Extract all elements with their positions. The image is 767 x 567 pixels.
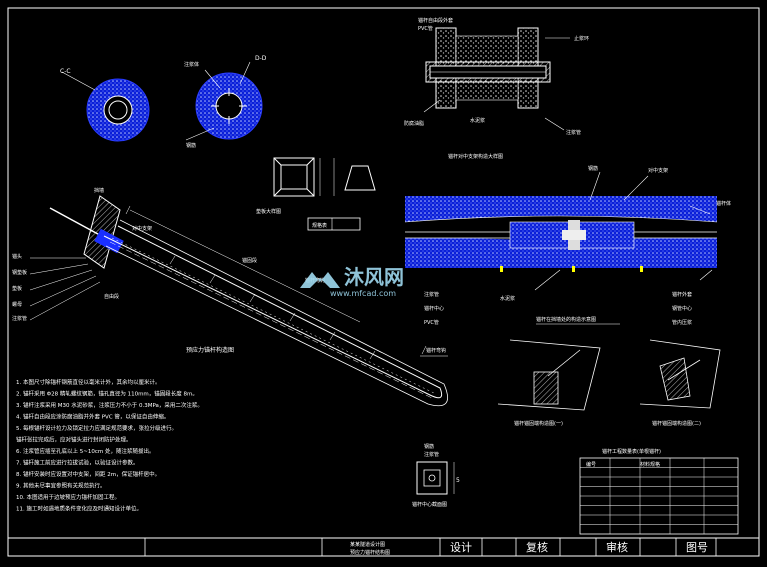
title-block: 某某隧道设计图 预应力锚杆结构图 设计 复核 审核 图号: [7, 537, 760, 557]
main-label-grout: 注浆管: [12, 315, 27, 322]
top-detail-tag-3: 止浆环: [574, 35, 589, 42]
quantity-table-col-2: 材料规格: [640, 461, 660, 468]
top-detail-tag-2: PVC管: [418, 25, 433, 32]
watermark: 沐风网 www.mfcad.com: [300, 265, 404, 298]
bar-detail-tag-2: 对中支架: [648, 167, 668, 174]
top-detail-tag-6: 水泥浆: [470, 117, 485, 124]
main-label-anchor-head: 锚头: [12, 253, 22, 260]
top-detail: 锚杆自由段外套 PVC管 止浆环 防腐油脂 水泥浆 注浆管: [404, 17, 589, 136]
bar-detail-note-6: 管内压浆: [672, 319, 692, 326]
notes-block: 1. 本图尺寸除锚杆钢筋直径以毫米计外，其余均以厘米计。 2. 锚杆采用 Φ28 …: [16, 378, 203, 513]
title-block-project-2: 预应力锚杆结构图: [350, 549, 390, 556]
note-line: 11. 施工时如遇地质条件变化应及时通知设计单位。: [16, 505, 142, 513]
top-detail-tag-1: 锚杆自由段外套: [418, 17, 453, 24]
note-line: 7. 锚杆施工前应进行拉拔试验，以验证设计参数。: [16, 459, 139, 467]
cross-section-tag-1: 注浆体: [184, 61, 199, 68]
bar-detail: 锚杆对中支架构造大样图 钢筋 对中支架 锚杆体 水泥浆 注浆管 锚杆中心 PVC…: [404, 153, 731, 326]
main-label-retaining: 挡墙: [94, 187, 104, 194]
cross-section-right-label: D-D: [255, 55, 267, 62]
wall-detail-right-caption: 锚杆锚固端构造图(二): [652, 420, 701, 427]
bar-detail-tag-4: 水泥浆: [500, 295, 515, 302]
top-detail-tag-4: 注浆管: [566, 129, 581, 136]
note-line: 4. 锚杆自由段应涂防腐油脂并外套 PVC 管，以保证自由伸缩。: [16, 413, 169, 421]
main-label-anchor-segment: 锚固段: [242, 257, 257, 264]
small-detail: 5 钢筋 注浆管 锚杆中心截面图: [412, 443, 460, 508]
note-line: 9. 其他未尽事宜参照有关规范执行。: [16, 482, 106, 490]
wall-detail-title: 锚杆在挡墙处的构造示意图: [536, 316, 596, 323]
bar-detail-title: 锚杆对中支架构造大样图: [448, 153, 503, 160]
top-detail-tag-5: 防腐油脂: [404, 120, 424, 127]
note-line: 3. 锚杆注浆采用 M30 水泥砂浆，注浆压力不小于 0.3MPa，采用二次注浆…: [16, 401, 203, 409]
bar-detail-note-5: 钢管中心: [672, 305, 692, 312]
bar-detail-note-3: PVC管: [424, 319, 439, 326]
title-block-project-1: 某某隧道设计图: [350, 541, 385, 548]
bar-detail-tag-1: 钢筋: [588, 165, 598, 172]
title-block-audit: 审核: [606, 540, 628, 554]
main-section-title: 预应力锚杆构造图: [186, 346, 234, 354]
quantity-table-title: 锚杆工程数量表(单根锚杆): [602, 448, 661, 455]
quantity-table-col-1: 编号: [586, 461, 596, 468]
watermark-logo-icon: [300, 272, 340, 288]
cross-section-left: C-C: [60, 68, 150, 142]
pad-detail: 垫板大样图 规格表: [256, 157, 376, 231]
main-label-bend-end: 锚杆弯钩: [426, 347, 446, 354]
pad-detail-table-label: 规格表: [312, 222, 327, 229]
cross-section-tag-2: 钢筋: [186, 142, 196, 149]
main-label-pad: 垫板: [12, 285, 22, 292]
title-block-review: 复核: [526, 540, 548, 554]
note-line: 锚杆张拉完成后，应对锚头进行封闭防护处理。: [16, 436, 132, 444]
watermark-brand: 沐风网: [344, 265, 404, 289]
small-detail-tag-1: 钢筋: [424, 443, 434, 450]
bar-detail-note-4: 锚杆外套: [672, 291, 692, 298]
title-block-drawing-no: 图号: [686, 541, 708, 554]
watermark-url: www.mfcad.com: [330, 289, 396, 298]
note-line: 2. 锚杆采用 Φ28 精轧螺纹钢筋，锚孔直径为 110mm，锚固段长度 8m。: [16, 390, 198, 398]
wall-detail: 锚杆在挡墙处的构造示意图 锚杆锚固端构造图(一) 锚杆锚固端构造图(二): [497, 316, 721, 427]
small-detail-tag-2: 注浆管: [424, 451, 439, 458]
note-line: 6. 注浆管应插至孔底以上 5~10cm 处，随注浆随拔出。: [16, 447, 154, 455]
small-detail-dim: 5: [456, 477, 460, 484]
pad-detail-title: 垫板大样图: [256, 208, 281, 215]
main-label-free-segment: 自由段: [104, 293, 119, 300]
small-detail-caption: 锚杆中心截面图: [412, 501, 447, 508]
main-label-steel-plate: 钢垫板: [12, 269, 27, 276]
bar-detail-tag-3: 锚杆体: [716, 200, 731, 207]
cross-section-right: 注浆体 D-D 钢筋: [184, 55, 267, 149]
bar-detail-note-2: 锚杆中心: [424, 305, 444, 312]
note-line: 10. 本图适用于边坡预应力锚杆加固工程。: [16, 493, 120, 501]
main-label-nut: 螺母: [12, 301, 22, 308]
quantity-table: 锚杆工程数量表(单根锚杆) 编号 材料规格: [579, 448, 739, 535]
wall-detail-left-caption: 锚杆锚固端构造图(一): [514, 420, 563, 427]
cross-section-left-label: C-C: [60, 68, 71, 75]
note-line: 1. 本图尺寸除锚杆钢筋直径以毫米计外，其余均以厘米计。: [16, 378, 161, 386]
title-block-design: 设计: [450, 541, 472, 554]
note-line: 5. 每根锚杆设计拉力及锁定拉力应满足规范要求，张拉分级进行。: [16, 424, 177, 432]
main-anchor-section: 锚头 钢垫板 垫板 螺母 注浆管 挡墙 对中支架 自由段 锚固段 锚杆弯钩 锚杆…: [12, 187, 448, 407]
bar-detail-note-1: 注浆管: [424, 291, 439, 298]
note-line: 8. 锚杆安装时应设置对中支架，间距 2m，保证锚杆居中。: [16, 470, 160, 478]
main-label-centering: 对中支架: [132, 225, 152, 232]
